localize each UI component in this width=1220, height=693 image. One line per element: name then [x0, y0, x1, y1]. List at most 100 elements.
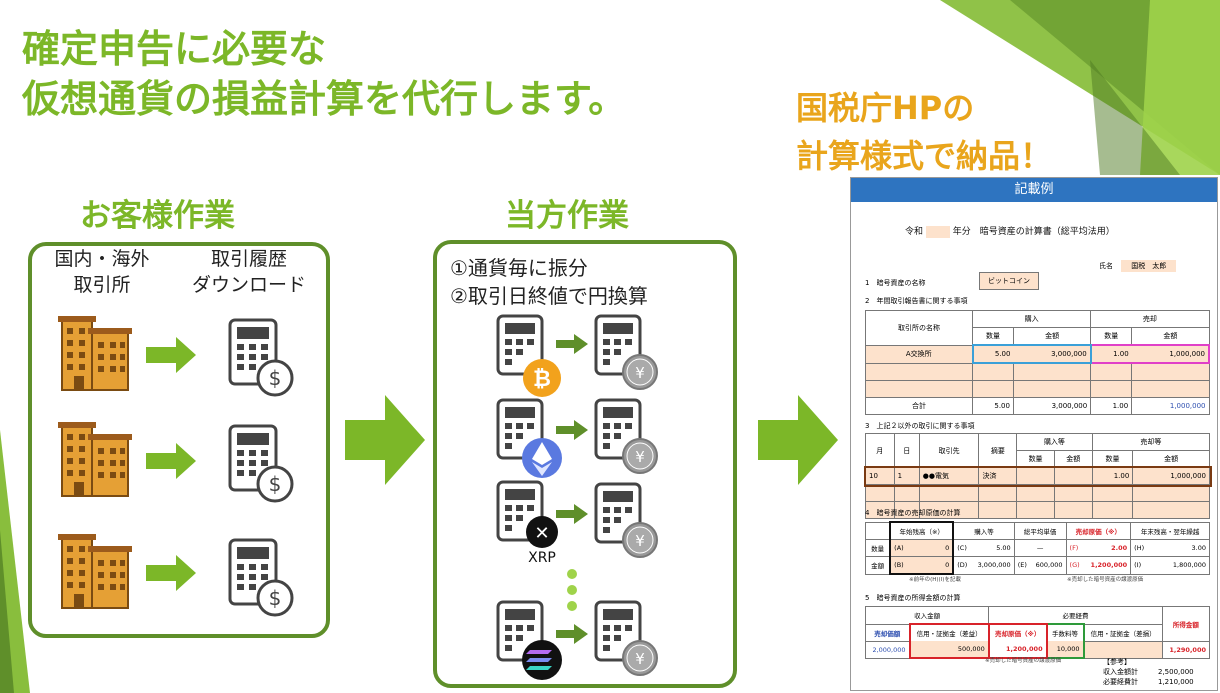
arrow-icon	[146, 555, 196, 591]
col-summary: 摘要	[978, 433, 1018, 468]
solana-row	[496, 600, 658, 680]
arrow-icon	[556, 624, 588, 644]
r5-profit: 1,290,000	[1161, 640, 1211, 659]
col-month: 月	[865, 433, 895, 468]
col-day: 日	[893, 433, 920, 468]
name-label: 氏名	[1099, 262, 1113, 270]
xrp-icon	[526, 516, 558, 548]
c5-expense: 必要経費	[988, 606, 1163, 625]
col-qty: 数量	[972, 327, 1014, 346]
big-arrow-2	[758, 395, 838, 485]
col-sell: 売却	[1090, 310, 1210, 328]
r5-cost: 1,200,000	[987, 641, 1048, 659]
col-buy-etc: 購入等	[1016, 433, 1093, 451]
r3-partner: ●●電気	[918, 467, 980, 485]
col-buy: 購入	[971, 310, 1092, 328]
ours-title: 当方作業	[505, 198, 629, 234]
total-buy-qty: 5.00	[972, 397, 1014, 415]
total-label: 合計	[865, 397, 973, 415]
ref-expense-val: 1,210,000	[1158, 678, 1194, 686]
r5-sales: 2,000,000	[864, 640, 911, 659]
section-4-table: 年始残高（※）購入等総平均単価売却原価（※）年末残高・翌年繰越 数量(A)0(C…	[865, 521, 1210, 575]
tax-form-sample: 記載例 令和 年分 暗号資産の計算書（総平均法用） 氏名 国税 太郎 1 暗号資…	[850, 177, 1218, 691]
ethereum-row	[496, 398, 658, 478]
name-value: 国税 太郎	[1121, 260, 1177, 272]
building-icon	[57, 315, 133, 391]
headline: 確定申告に必要な 仮想通貨の損益計算を代行します。	[22, 24, 626, 124]
step-2: ②取引日終値で円換算	[450, 284, 648, 308]
arrow-icon	[146, 443, 196, 479]
year-field	[925, 225, 950, 238]
svg-text:✕: ✕	[534, 523, 549, 544]
exchange-label-line-1: 国内・海外	[54, 248, 150, 270]
c4-end: 年末残高・翌年繰越	[1130, 521, 1210, 540]
row-exchange: A交換所	[865, 344, 973, 364]
section-2-label: 2 年間取引報告書に関する事項	[865, 297, 968, 305]
coin-flow: ¥ ₿ ✕ XRP	[496, 314, 658, 680]
ellipsis-dot	[567, 601, 577, 611]
col-amount: 金額	[1131, 327, 1210, 346]
r3-amount: 1,000,000	[1132, 467, 1210, 485]
sell-qty: 1.00	[1089, 344, 1132, 364]
arrow-icon	[556, 420, 588, 440]
c5-sales: 売却価額	[864, 623, 911, 642]
history-label: 取引履歴 ダウンロード	[176, 246, 322, 298]
ref-income-val: 2,500,000	[1158, 668, 1194, 676]
big-arrow-1	[345, 395, 425, 485]
bitcoin-icon	[523, 359, 561, 397]
c4-begin: 年始残高（※）	[889, 521, 955, 540]
form-header: 記載例	[851, 178, 1217, 202]
step-1: ①通貨毎に振分	[450, 256, 588, 280]
title-prefix: 令和	[905, 227, 924, 237]
buy-amount: 3,000,000	[1013, 344, 1092, 364]
calculator-dollar-icon	[228, 424, 294, 503]
subhead-line-2: 計算様式で納品！	[796, 137, 1053, 175]
col-qty: 数量	[1090, 327, 1133, 346]
customer-flow: $	[57, 315, 294, 617]
section-3-label: 3 上記２以外の取引に関する事項	[865, 422, 975, 430]
r4-amt-label: 金額	[865, 556, 891, 575]
history-label-line-1: 取引履歴	[210, 248, 287, 270]
section-4-label: 4 暗号資産の売却原価の計算	[865, 509, 961, 517]
customer-title: お客様作業	[80, 198, 235, 234]
c4-avg: 総平均単価	[1013, 521, 1067, 540]
section-1-label: 1 暗号資産の名称	[865, 279, 926, 287]
c4-buy: 購入等	[952, 521, 1015, 540]
history-label-line-2: ダウンロード	[191, 274, 306, 296]
ellipsis-dot	[567, 585, 577, 595]
ours-panel	[433, 240, 737, 688]
xrp-label: XRP	[528, 550, 556, 566]
exchange-label: 国内・海外 取引所	[42, 246, 162, 298]
col-sell-etc: 売却等	[1091, 433, 1211, 451]
c5-income: 収入金額	[864, 606, 990, 625]
building-icon	[57, 533, 133, 609]
c5-cost: 売却原価（※）	[987, 623, 1048, 641]
arrow-icon	[556, 334, 588, 354]
ellipsis-dot	[567, 569, 577, 579]
exchange-label-line-2: 取引所	[73, 274, 131, 296]
yen-coin-icon	[622, 438, 658, 474]
xrp-row: ✕ XRP	[496, 480, 658, 566]
note-5: ※売却した暗号資産の譲渡原価	[985, 658, 1062, 664]
ref-income: 収入金額計	[1103, 668, 1138, 676]
r3-summary: 決済	[978, 467, 1018, 485]
r5-fee: 10,000	[1045, 641, 1085, 659]
headline-line-1: 確定申告に必要な	[22, 27, 327, 71]
c4-cost: 売却原価（※）	[1065, 521, 1132, 540]
svg-text:₿: ₿	[533, 367, 551, 392]
arrow-icon	[146, 337, 196, 373]
row-3	[57, 533, 294, 617]
buy-qty: 5.00	[971, 344, 1014, 364]
ours-steps: ①通貨毎に振分 ②取引日終値で円換算	[450, 254, 648, 310]
total-sell-amount: 1,000,000	[1131, 397, 1210, 415]
yen-coin-icon	[622, 640, 658, 676]
asset-name: ビットコイン	[979, 272, 1039, 290]
yen-coin-icon	[622, 354, 658, 390]
r3-qty: 1.00	[1091, 467, 1134, 485]
arrow-icon	[556, 504, 588, 524]
title-suffix: 年分 暗号資産の計算書（総平均法用）	[952, 227, 1115, 237]
section-5-table: 収入金額必要経費所得金額 売却価額信用・証拠金（差益）売却原価（※）手数料等信用…	[864, 606, 1211, 659]
